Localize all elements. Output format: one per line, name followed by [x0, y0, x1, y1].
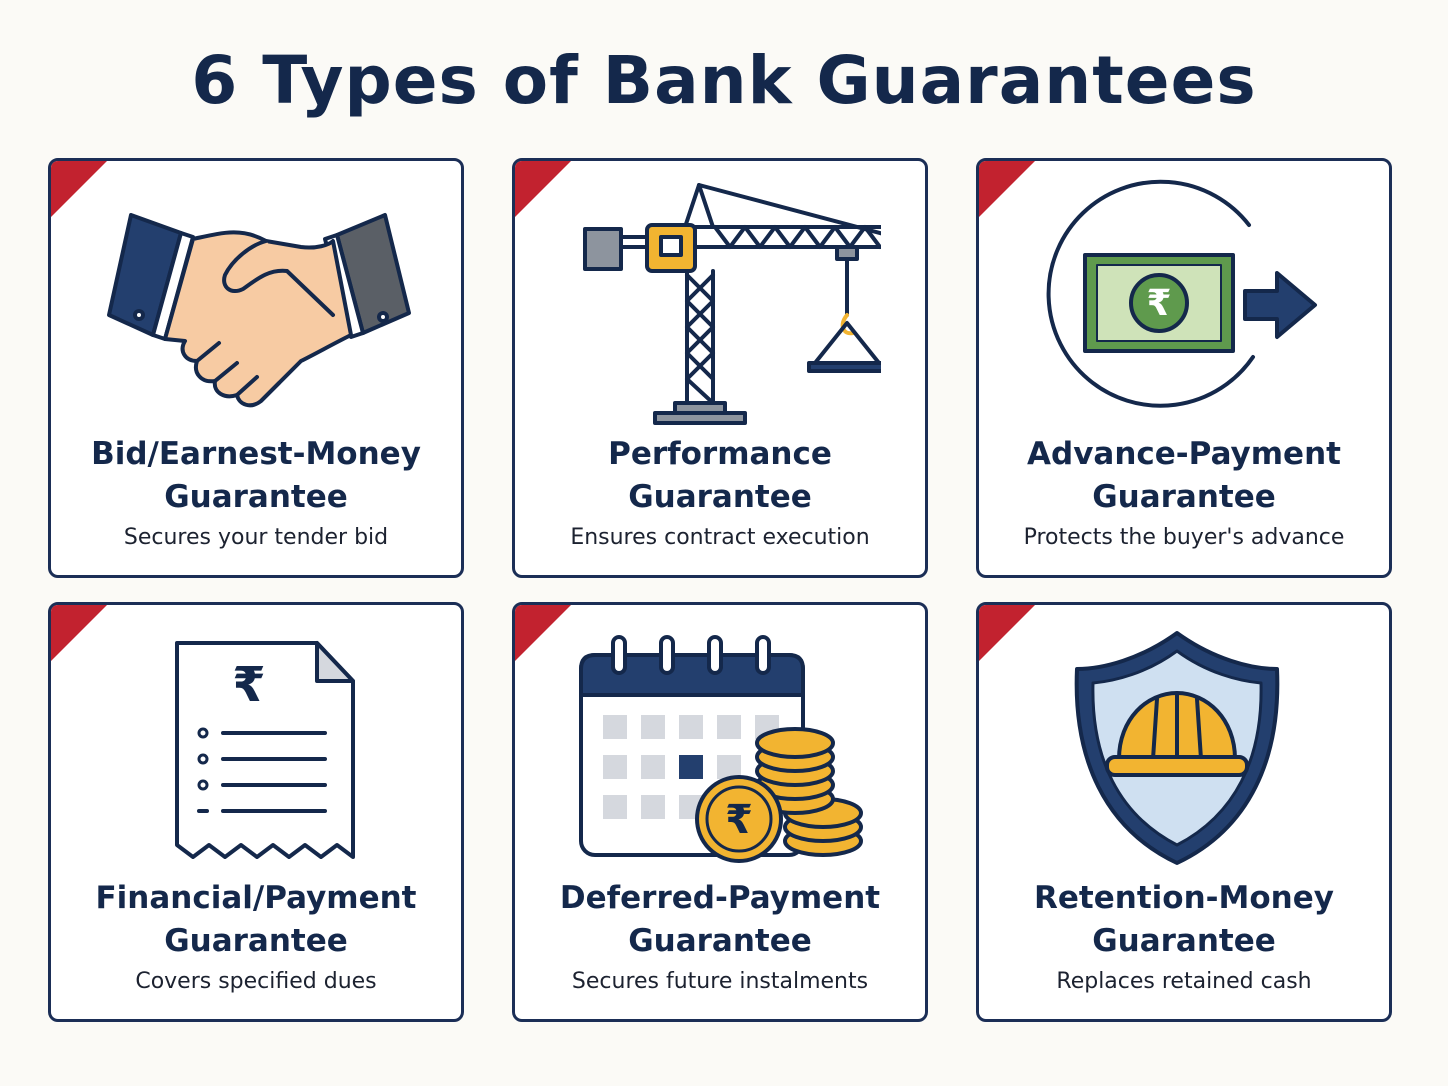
svg-text:₹: ₹ — [232, 657, 265, 713]
advance-payment-icon: ₹ — [1029, 175, 1345, 425]
card-corner-accent — [51, 161, 107, 217]
card-description: Ensures contract execution — [570, 525, 870, 550]
card-description: Protects the buyer's advance — [1023, 525, 1345, 550]
svg-text:₹: ₹ — [1146, 283, 1171, 324]
card-description: Replaces retained cash — [1056, 969, 1312, 994]
crane-icon — [565, 175, 881, 425]
page-title: 6 Types of Bank Guarantees — [191, 42, 1257, 119]
card-corner-accent — [979, 161, 1035, 217]
calendar-coins-icon: ₹ — [565, 619, 881, 869]
handshake-icon — [101, 175, 417, 425]
card-corner-accent — [515, 605, 571, 661]
svg-text:₹: ₹ — [725, 797, 753, 843]
card-description: Secures future instalments — [571, 969, 869, 994]
card-corner-accent — [51, 605, 107, 661]
card-corner-accent — [979, 605, 1035, 661]
shield-helmet-icon — [1029, 619, 1345, 869]
card-description: Covers specified dues — [135, 969, 377, 994]
card-corner-accent — [515, 161, 571, 217]
card-description: Secures your tender bid — [123, 525, 389, 550]
receipt-icon: ₹ — [101, 619, 417, 869]
